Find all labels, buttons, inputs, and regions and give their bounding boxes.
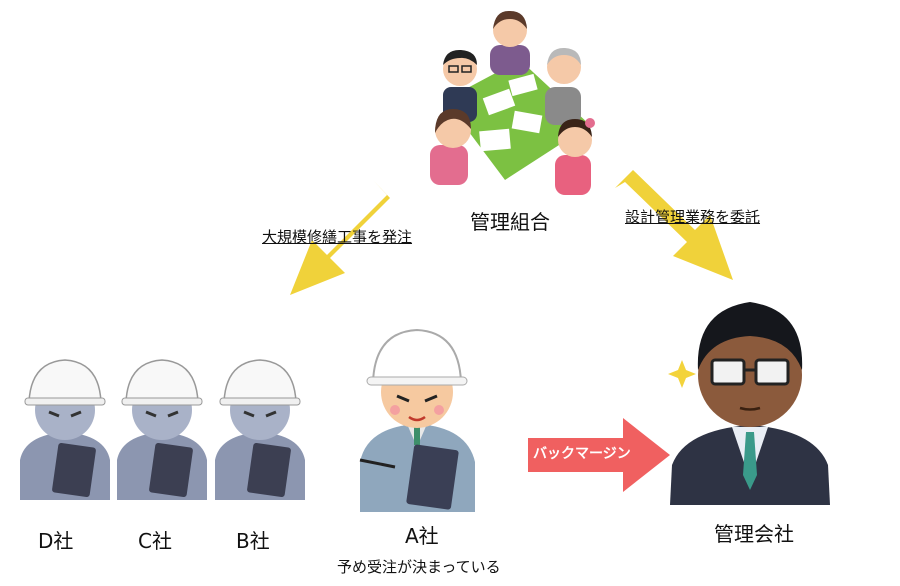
worker-b-illustration: [215, 359, 305, 500]
back-margin-label: バックマージン: [533, 446, 631, 462]
company-d-label: D社: [38, 529, 74, 553]
back-margin-arrow: [528, 418, 670, 492]
management-company-label: 管理会社: [714, 522, 794, 546]
order-construction-arrow: [290, 180, 390, 295]
company-b-label: B社: [236, 529, 270, 553]
company-c-label: C社: [138, 529, 172, 553]
worker-a-illustration: [359, 328, 475, 512]
order-construction-label: 大規模修繕工事を発注: [262, 228, 413, 246]
entrust-design-arrow: [615, 170, 733, 280]
company-a-label: A社: [405, 524, 439, 548]
meeting-illustration: [430, 10, 595, 195]
manager-illustration: [668, 302, 830, 505]
company-a-note: 予め受注が決まっている: [337, 558, 501, 576]
entrust-design-label: 設計管理業務を委託: [625, 208, 761, 226]
worker-d-illustration: [20, 359, 110, 500]
worker-c-illustration: [117, 359, 207, 500]
union-label: 管理組合: [470, 210, 550, 234]
